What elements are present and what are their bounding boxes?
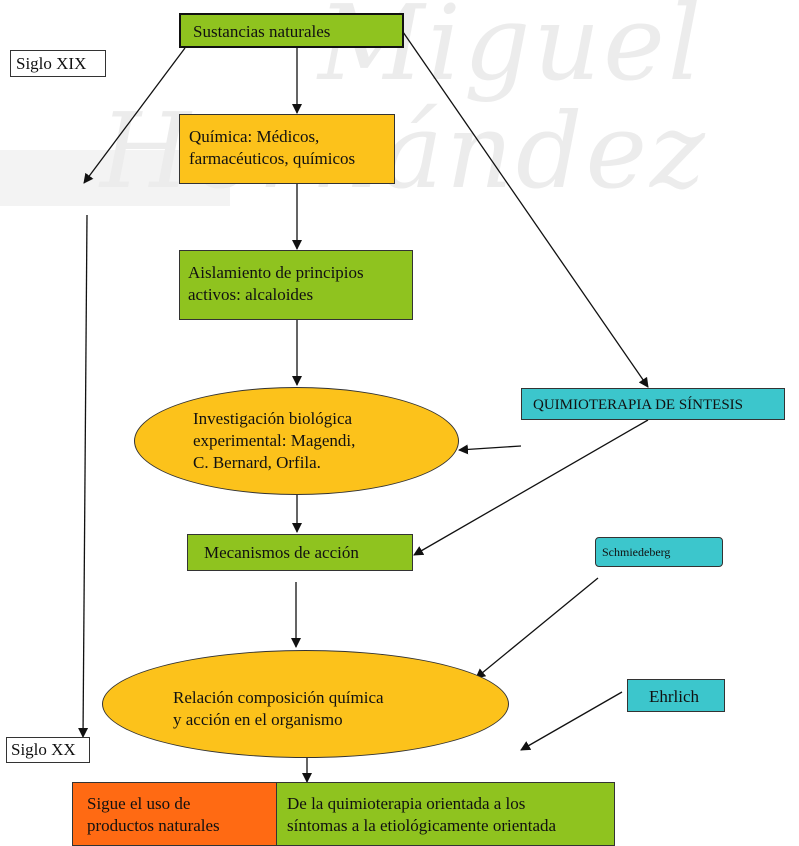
quimica-line-1: Química: Médicos, xyxy=(189,127,320,146)
node-ehrlich: Ehrlich xyxy=(627,679,725,712)
quimica-line-2: farmacéuticos, químicos xyxy=(189,149,356,168)
node-investigacion: Investigación biológica experimental: Ma… xyxy=(134,387,459,495)
node-quimica: Química: Médicos, farmacéuticos, químico… xyxy=(179,114,395,184)
siglo-xx-text: Siglo XX xyxy=(11,740,76,759)
investigacion-line-1: Investigación biológica xyxy=(193,409,353,428)
arrow-ehrlich-to-bottom xyxy=(520,691,623,751)
node-sustancias-naturales: Sustancias naturales xyxy=(179,13,404,48)
investigacion-line-2: experimental: Magendi, xyxy=(193,431,356,450)
label-siglo-xix: Siglo XIX xyxy=(10,50,106,77)
arrow-to-investigacion xyxy=(458,444,522,455)
ehrlich-text: Ehrlich xyxy=(649,687,700,706)
siglo-xix-text: Siglo XIX xyxy=(16,54,87,73)
node-sigue-uso: Sigue el uso de productos naturales xyxy=(72,782,277,846)
node-relacion: Relación composición química y acción en… xyxy=(102,650,509,758)
mecanismos-text: Mecanismos de acción xyxy=(204,543,359,562)
sigue-line-2: productos naturales xyxy=(87,816,220,835)
arrow-sustancias-to-quimioterapia xyxy=(402,31,649,388)
aislamiento-line-1: Aislamiento de principios xyxy=(188,263,364,282)
relacion-line-1: Relación composición química xyxy=(173,688,384,707)
aislamiento-line-2: activos: alcaloides xyxy=(188,285,314,304)
node-de-la-quimioterapia: De la quimioterapia orientada a los sínt… xyxy=(276,782,615,846)
relacion-line-2: y acción en el organismo xyxy=(173,710,343,729)
arrow-timeline-xix-to-xx xyxy=(78,214,89,738)
arrow-quimioterapia-to-mecanismos xyxy=(413,419,649,556)
schmiedeberg-text: Schmiedeberg xyxy=(602,545,671,559)
dela-line-1: De la quimioterapia orientada a los xyxy=(287,794,526,813)
quimioterapia-text: QUIMIOTERAPIA DE SÍNTESIS xyxy=(533,397,743,413)
node-aislamiento: Aislamiento de principios activos: alcal… xyxy=(179,250,413,320)
node-schmiedeberg: Schmiedeberg xyxy=(595,537,723,567)
sigue-line-1: Sigue el uso de xyxy=(87,794,191,813)
investigacion-line-3: C. Bernard, Orfila. xyxy=(193,453,321,472)
arrow-schmiedeberg-to-relacion xyxy=(475,577,599,679)
arrow-sustancias-to-left xyxy=(83,47,186,184)
sustancias-text: Sustancias naturales xyxy=(193,22,331,41)
dela-line-2: síntomas a la etiológicamente orientada xyxy=(287,816,557,835)
node-quimioterapia-sintesis: QUIMIOTERAPIA DE SÍNTESIS xyxy=(521,388,785,420)
label-siglo-xx: Siglo XX xyxy=(6,737,90,763)
node-mecanismos: Mecanismos de acción xyxy=(187,534,413,571)
